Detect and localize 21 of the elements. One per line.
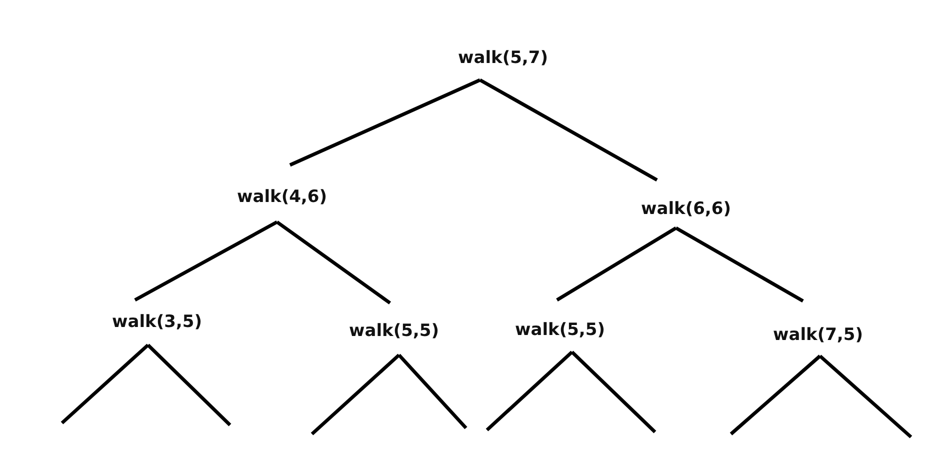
tree-branch-line [479, 78, 658, 182]
open-branch-line [570, 350, 656, 434]
node-label: walk(5,7) [450, 46, 556, 80]
node-label: walk(5,5) [341, 303, 447, 355]
node-label: walk(7,5) [765, 301, 871, 356]
tree-branch-line [556, 226, 677, 302]
node-label: walk(6,6) [633, 180, 739, 228]
tree-branch-line [289, 78, 481, 167]
node-label: walk(5,5) [507, 300, 613, 352]
open-branch-line [818, 354, 912, 438]
open-branch-line [730, 354, 822, 436]
node-label: walk(4,6) [229, 165, 335, 222]
tree-branch-line [134, 220, 278, 302]
open-branch-line [486, 350, 574, 432]
open-branch-line [146, 344, 232, 426]
open-branch-line [398, 354, 468, 430]
node-label: walk(3,5) [104, 300, 210, 345]
open-branch-line [60, 344, 150, 424]
tree-branch-line [276, 220, 392, 304]
open-branch-line [310, 354, 400, 436]
tree-branch-line [675, 226, 804, 303]
